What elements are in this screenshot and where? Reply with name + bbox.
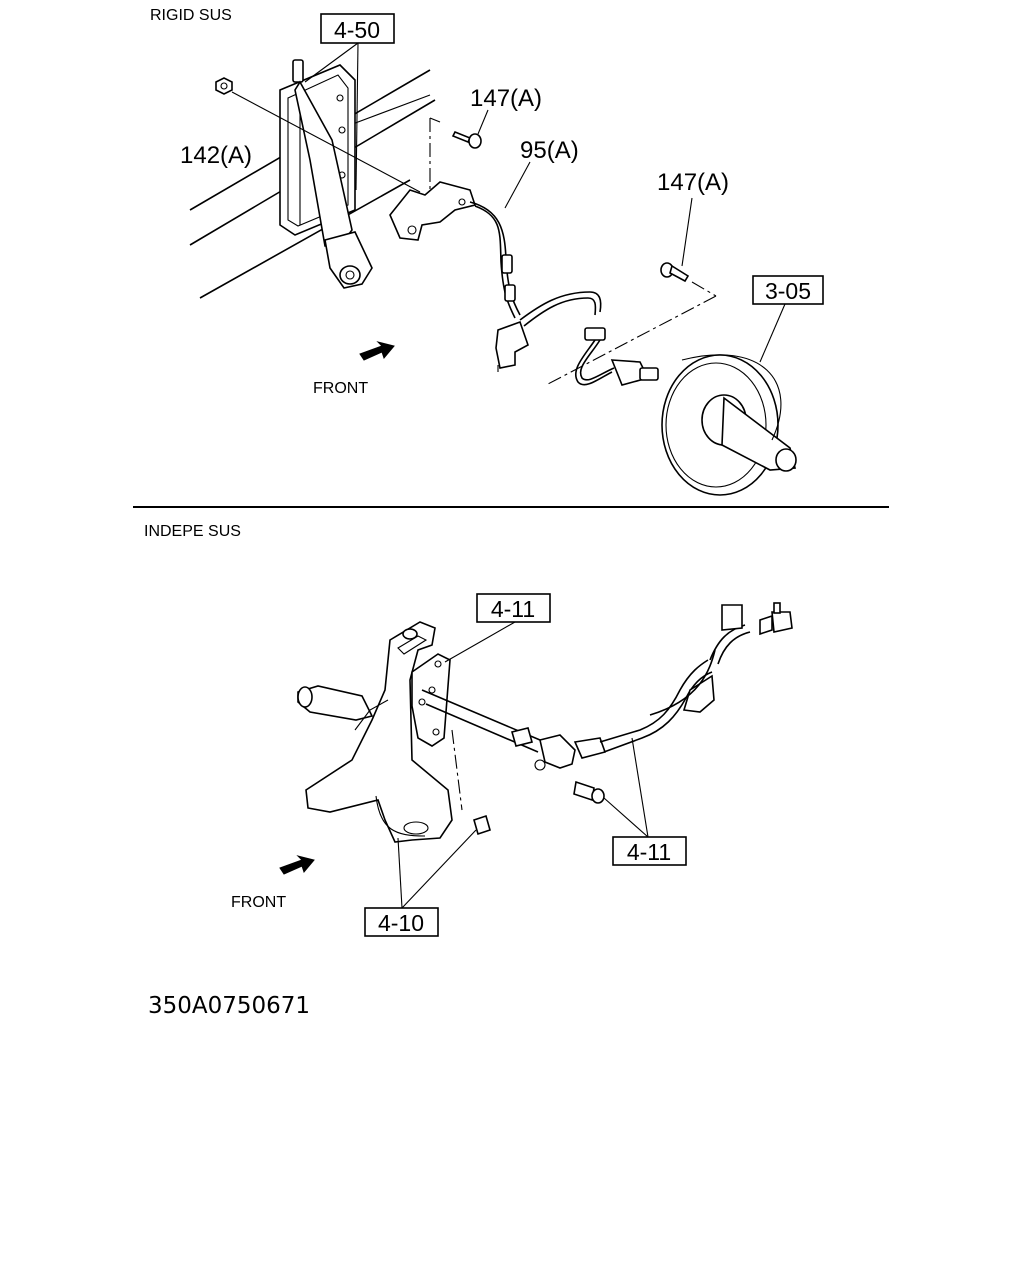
ref-box-4-11-bottom — [612, 836, 687, 866]
section-title-indepe: INDEPE SUS — [144, 523, 241, 540]
leader-4-50b — [355, 42, 359, 191]
sensor-mount-plate — [411, 653, 451, 747]
shock-absorber — [292, 59, 373, 289]
front-arrow-icon — [279, 855, 315, 875]
ref-box-4-50 — [320, 13, 395, 44]
ref-4-11-bottom: 4-11 — [627, 839, 671, 865]
callout-95: 95(A) — [520, 137, 579, 164]
axis-line-right-b — [547, 295, 717, 385]
sensor-bracket — [389, 181, 477, 241]
front-arrow-icon — [359, 341, 395, 361]
section-title-rigid: RIGID SUS — [150, 7, 232, 24]
ref-4-10: 4-10 — [378, 910, 424, 936]
nut-142-icon — [215, 77, 233, 95]
abs-sensor-wire — [469, 201, 659, 386]
ref-4-50: 4-50 — [334, 17, 380, 43]
axis-tick — [429, 117, 441, 123]
rigid-sus-section: RIGID SUS — [150, 7, 824, 496]
front-label-indepe: FRONT — [231, 894, 286, 911]
callout-142: 142(A) — [180, 142, 252, 169]
indepe-sus-section: INDEPE SUS — [144, 523, 793, 937]
brake-disc-hub — [661, 354, 797, 496]
leader-4-11-bottom-a — [631, 737, 649, 838]
leader-4-10-b — [401, 829, 477, 909]
callout-147-right: 147(A) — [657, 169, 729, 196]
callout-147-top: 147(A) — [470, 85, 542, 112]
leader-147-top — [477, 109, 489, 135]
ref-4-11-top: 4-11 — [491, 596, 535, 622]
leader-4-11-bottom-b — [603, 797, 649, 838]
leader-95 — [504, 161, 531, 209]
diagram-code: 350A0750671 — [148, 993, 310, 1019]
ref-box-3-05 — [752, 275, 824, 305]
bolt-4-11-icon — [573, 780, 605, 804]
leader-4-10-a — [397, 837, 403, 909]
pin-4-10-icon — [451, 729, 491, 836]
leader-4-11-top — [444, 621, 516, 663]
steering-knuckle — [297, 621, 453, 843]
front-label-rigid: FRONT — [313, 380, 368, 397]
abs-sensor-harness — [421, 602, 793, 771]
bolt-147-right-icon — [660, 262, 690, 283]
leader-147-right — [681, 197, 693, 267]
axis-line-right-a — [691, 281, 717, 297]
ref-box-4-11-top — [476, 593, 551, 623]
leader-4-50a — [304, 42, 359, 83]
bolt-147-top-icon — [451, 130, 482, 149]
leader-142 — [231, 91, 421, 193]
ref-3-05: 3-05 — [765, 278, 811, 304]
leader-3-05 — [759, 303, 786, 363]
